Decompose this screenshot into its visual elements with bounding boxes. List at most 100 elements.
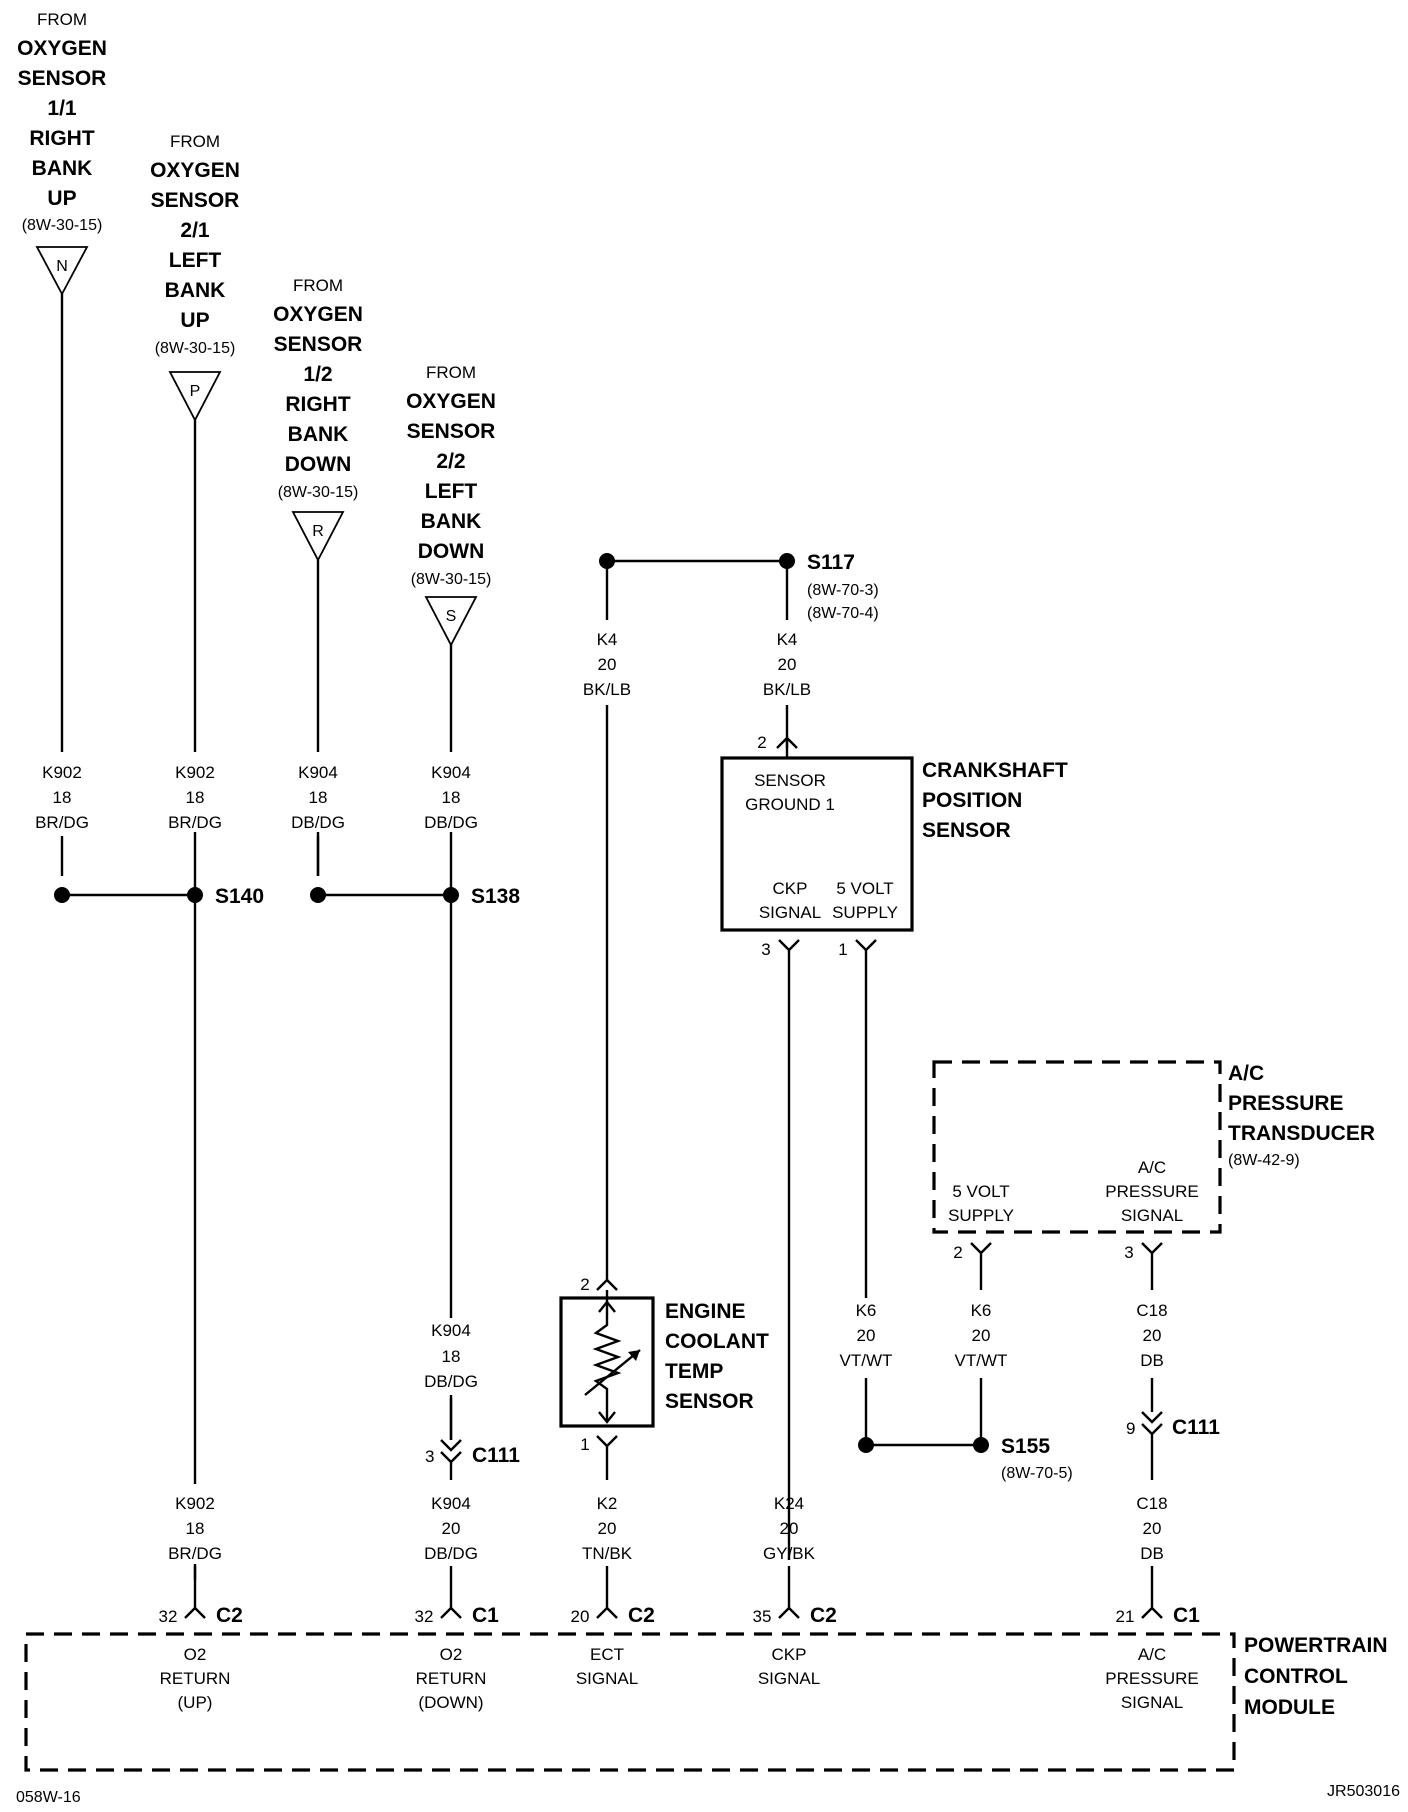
source-label: BANK bbox=[165, 279, 226, 302]
wire-gauge-label: 18 bbox=[442, 788, 461, 807]
upper-wire-labels: K902 18 BR/DG K902 18 BR/DG K904 18 DB/D… bbox=[35, 763, 478, 832]
page-reference: (8W-30-15) bbox=[155, 340, 236, 357]
pin-function-label: 5 VOLT bbox=[836, 879, 893, 898]
splice-dot bbox=[858, 1437, 874, 1453]
component-title: CONTROL bbox=[1244, 1665, 1348, 1688]
crankshaft-position-sensor: 2 SENSOR GROUND 1 CKP SIGNAL 5 VOLT SUPP… bbox=[720, 733, 1068, 959]
pcm-pin-label: SIGNAL bbox=[758, 1669, 820, 1688]
variable-arrow-icon bbox=[584, 1349, 641, 1396]
wire-gauge-label: 18 bbox=[186, 1519, 205, 1538]
pcm-pin-label: SIGNAL bbox=[1121, 1693, 1183, 1712]
wire-gauge-label: 20 bbox=[857, 1326, 876, 1345]
lower-wire-labels: K902 18 BR/DG K904 20 DB/DG K2 20 TN/BK … bbox=[168, 1494, 1168, 1563]
connector-pin: 32 bbox=[159, 1607, 178, 1626]
source-o2-2-1: FROM OXYGEN SENSOR 2/1 LEFT BANK UP (8W-… bbox=[150, 132, 240, 422]
connector-pin: 35 bbox=[753, 1607, 772, 1626]
splice-dot bbox=[310, 887, 326, 903]
pcm-connector-2: 32 C1 bbox=[415, 1604, 500, 1627]
pin-number: 2 bbox=[757, 733, 766, 752]
component-title: MODULE bbox=[1244, 1696, 1335, 1719]
component-title: ENGINE bbox=[665, 1300, 746, 1323]
component-title: POSITION bbox=[922, 789, 1022, 812]
pin-function-label: CKP bbox=[773, 879, 808, 898]
wire-gauge-label: 20 bbox=[1143, 1519, 1162, 1538]
wire-gauge-label: 18 bbox=[186, 788, 205, 807]
pin-function-label: SUPPLY bbox=[832, 903, 898, 922]
wire-color-label: BK/LB bbox=[583, 680, 631, 699]
page-reference: (8W-70-5) bbox=[1001, 1465, 1073, 1482]
wire-circuit-label: K2 bbox=[597, 1494, 618, 1513]
wire-color-label: GY/BK bbox=[763, 1544, 816, 1563]
connector-name: C2 bbox=[216, 1604, 243, 1627]
pin-number: 2 bbox=[953, 1243, 962, 1262]
splice-label-s117: S117 bbox=[807, 551, 855, 574]
source-label: OXYGEN bbox=[17, 37, 107, 60]
component-title: A/C bbox=[1228, 1062, 1264, 1085]
source-label: SENSOR bbox=[407, 420, 496, 443]
source-label: OXYGEN bbox=[406, 390, 496, 413]
splice-dot bbox=[187, 887, 203, 903]
connector-name: C111 bbox=[472, 1444, 520, 1467]
wire-circuit-label: K902 bbox=[42, 763, 82, 782]
pcm-pin-label: O2 bbox=[184, 1645, 207, 1664]
source-label: BANK bbox=[32, 157, 93, 180]
source-o2-1-1: FROM OXYGEN SENSOR 1/1 RIGHT BANK UP (8W… bbox=[17, 10, 107, 296]
wire-gauge-label: 18 bbox=[442, 1347, 461, 1366]
source-label: OXYGEN bbox=[273, 303, 363, 326]
source-label: BANK bbox=[421, 510, 482, 533]
from-label: FROM bbox=[426, 363, 476, 382]
component-title: CRANKSHAFT bbox=[922, 759, 1068, 782]
pcm-pin-label: A/C bbox=[1138, 1645, 1166, 1664]
source-o2-1-2: FROM OXYGEN SENSOR 1/2 RIGHT BANK DOWN (… bbox=[273, 276, 363, 562]
pin-function-label: GROUND 1 bbox=[745, 795, 835, 814]
wire-gauge-label: 20 bbox=[972, 1326, 991, 1345]
pcm-pin-label: PRESSURE bbox=[1105, 1669, 1199, 1688]
k4-wire-labels: K4 20 BK/LB K4 20 BK/LB bbox=[583, 630, 811, 699]
pin-function-label: PRESSURE bbox=[1105, 1182, 1199, 1201]
wire-circuit-label: K904 bbox=[431, 1321, 471, 1340]
pcm-pin-label: CKP bbox=[772, 1645, 807, 1664]
wire-color-label: BR/DG bbox=[35, 813, 89, 832]
pcm-connector-5: 21 C1 bbox=[1116, 1604, 1201, 1627]
pcm-connector-4: 35 C2 bbox=[753, 1604, 837, 1627]
connector-letter: R bbox=[312, 523, 324, 540]
source-label: BANK bbox=[288, 423, 349, 446]
component-title: COOLANT bbox=[665, 1330, 769, 1353]
engine-coolant-temp-sensor: 2 ENGINE COOLANT TEMP SENSOR 1 bbox=[559, 1275, 769, 1454]
source-label: LEFT bbox=[169, 249, 222, 272]
wire-gauge-label: 20 bbox=[780, 1519, 799, 1538]
connector-name: C2 bbox=[628, 1604, 655, 1627]
wire-circuit-label: K904 bbox=[431, 1494, 471, 1513]
source-label: RIGHT bbox=[285, 393, 351, 416]
wire-gauge-label: 20 bbox=[598, 1519, 617, 1538]
source-label: LEFT bbox=[425, 480, 478, 503]
page-reference: (8W-30-15) bbox=[411, 571, 492, 588]
source-label: RIGHT bbox=[29, 127, 95, 150]
wire-circuit-label: K904 bbox=[431, 763, 471, 782]
source-label: 2/2 bbox=[436, 450, 465, 473]
wire-color-label: DB/DG bbox=[424, 813, 478, 832]
connector-pin: 21 bbox=[1116, 1607, 1135, 1626]
pin-number: 1 bbox=[838, 940, 847, 959]
component-title: TEMP bbox=[665, 1360, 723, 1383]
pin-function-label: SIGNAL bbox=[1121, 1206, 1183, 1225]
pcm-connector-1: 32 C2 bbox=[159, 1604, 243, 1627]
source-label: 2/1 bbox=[180, 219, 210, 242]
wire-color-label: TN/BK bbox=[582, 1544, 633, 1563]
connector-letter: S bbox=[446, 608, 457, 625]
source-label: UP bbox=[47, 187, 76, 210]
wire-color-label: BR/DG bbox=[168, 813, 222, 832]
wire-gauge-label: 20 bbox=[778, 655, 797, 674]
wire-color-label: DB bbox=[1140, 1351, 1164, 1370]
source-label: 1/2 bbox=[303, 363, 332, 386]
connector-pin: 32 bbox=[415, 1607, 434, 1626]
wire-circuit-label: K6 bbox=[856, 1301, 877, 1320]
page-reference: (8W-30-15) bbox=[22, 217, 103, 234]
pin-function-label: SENSOR bbox=[754, 771, 826, 790]
wire-circuit-label: C18 bbox=[1136, 1301, 1167, 1320]
source-label: UP bbox=[180, 309, 209, 332]
pcm-pin-label: SIGNAL bbox=[576, 1669, 638, 1688]
connector-pin: 9 bbox=[1126, 1419, 1135, 1438]
ac-pressure-transducer: A/C PRESSURE TRANSDUCER (8W-42-9) 5 VOLT… bbox=[932, 1060, 1375, 1262]
